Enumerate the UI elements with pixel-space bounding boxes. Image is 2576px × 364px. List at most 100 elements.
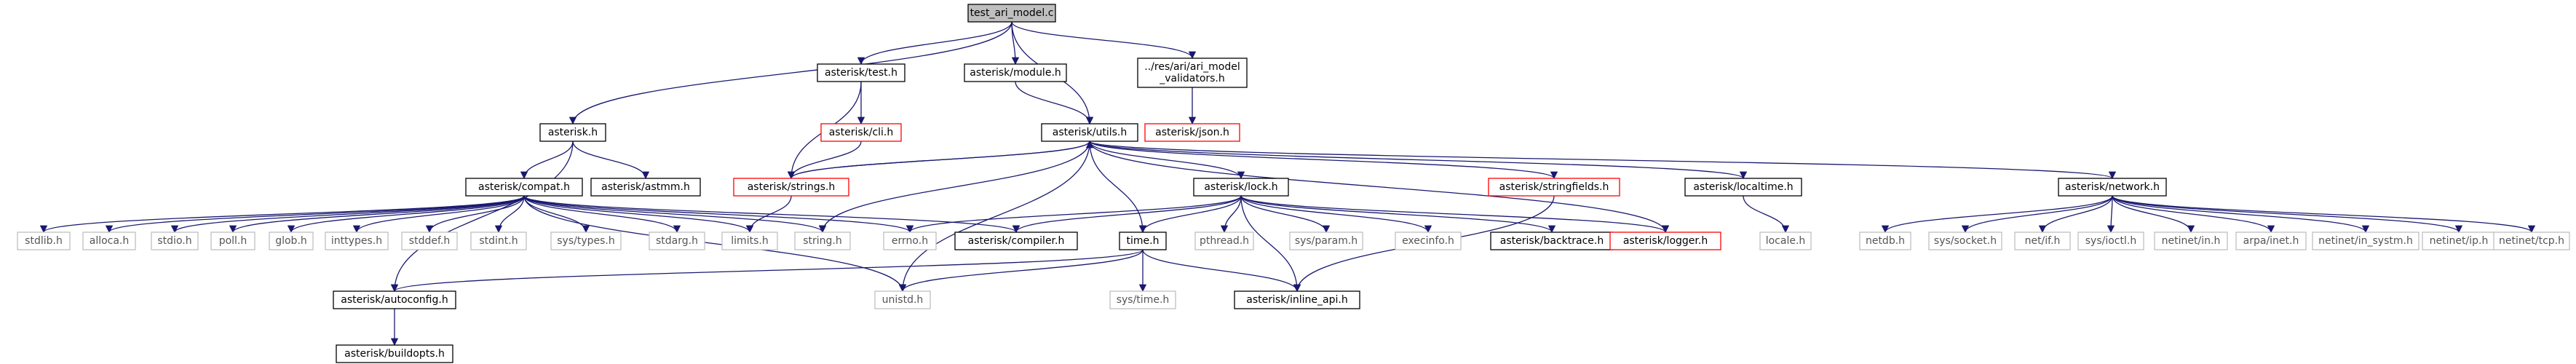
- edge-asterisk_utils_h-to-asterisk_lock_h: [1089, 141, 1245, 180]
- node-asterisk-lock-h[interactable]: asterisk/lock.h: [1193, 178, 1289, 197]
- node-box: [151, 232, 199, 250]
- node-asterisk-h[interactable]: asterisk.h: [539, 123, 606, 142]
- node-asterisk-stringfields-h[interactable]: asterisk/stringfields.h: [1488, 178, 1620, 197]
- edge-asterisk_compat_h-to-sys_types_h: [523, 195, 590, 234]
- node-label: asterisk/inline_api.h: [1246, 294, 1347, 306]
- node-label: asterisk.h: [548, 127, 598, 138]
- node-box: [1609, 232, 1721, 250]
- node-box: [2154, 232, 2228, 250]
- edge-asterisk_compat_h-to-errno_h: [523, 195, 914, 234]
- edge-asterisk_lock_h-to-pthread_h: [1220, 195, 1242, 234]
- node-label: time.h: [1127, 235, 1160, 247]
- edge-asterisk_utils_h-to-asterisk_stringfields_h: [1089, 141, 1558, 180]
- node-arpa-inet-h: arpa/inet.h: [2235, 232, 2307, 250]
- node-label: asterisk/utils.h: [1053, 127, 1128, 138]
- edge-test_ari_model_c-to-asterisk_test_h: [857, 21, 1012, 66]
- node-label: asterisk/compiler.h: [968, 235, 1065, 247]
- node-stdint-h: stdint.h: [470, 232, 527, 250]
- node-unistd-h: unistd.h: [874, 290, 931, 309]
- node-label: asterisk/buildopts.h: [344, 348, 445, 360]
- edge-asterisk_compat_h-to-stdio_h: [170, 195, 525, 234]
- node-label: stddef.h: [409, 235, 450, 247]
- edge-asterisk_utils_h-to-asterisk_logger_h: [1089, 141, 1670, 234]
- edge-asterisk_lock_h-to-asterisk_inline_api_h: [1240, 195, 1301, 293]
- node-asterisk-localtime-h[interactable]: asterisk/localtime.h: [1684, 178, 1802, 197]
- node-string-h: string.h: [794, 232, 851, 250]
- edge-asterisk_utils_h-to-asterisk_localtime_h: [1089, 141, 1747, 180]
- node-sys-types-h: sys/types.h: [550, 232, 622, 250]
- node-label: net/if.h: [2025, 235, 2061, 247]
- edge-asterisk_lock_h-to-sys_param_h: [1240, 195, 1331, 234]
- node-asterisk-compiler-h[interactable]: asterisk/compiler.h: [954, 232, 1078, 250]
- edge-asterisk_h-to-asterisk_astmm_h: [572, 141, 650, 180]
- node-layer: test_ari_model.c asterisk.h asterisk/test.…: [17, 4, 2570, 363]
- edge-asterisk_compat_h-to-stdint_h: [494, 195, 525, 234]
- edge-asterisk_lock_h-to-time_h: [1138, 195, 1242, 234]
- node-label: arpa/inet.h: [2243, 235, 2299, 247]
- node-time-h[interactable]: time.h: [1119, 232, 1167, 250]
- node-box: [82, 232, 136, 250]
- edge-asterisk_compat_h-to-glob_h: [287, 195, 525, 234]
- edge-asterisk_lock_h-to-asterisk_logger_h: [1240, 195, 1669, 234]
- node-box: [2014, 232, 2071, 250]
- node-box: [733, 178, 849, 197]
- node-label: sys/socket.h: [1934, 235, 1997, 247]
- node-box: [2058, 178, 2167, 197]
- node-box: [2493, 232, 2570, 250]
- node-glob-h: glob.h: [269, 232, 314, 250]
- node-ari-model-validators-h[interactable]: ../res/ari/ari_model_validators.h: [1137, 58, 1248, 88]
- node-label: stdarg.h: [656, 235, 698, 247]
- node-label: locale.h: [1766, 235, 1806, 247]
- node-label: errno.h: [892, 235, 928, 247]
- node-label: sys/ioctl.h: [2085, 235, 2136, 247]
- node-label: asterisk/logger.h: [1623, 235, 1708, 247]
- node-label: string.h: [803, 235, 842, 247]
- node-asterisk-test-h[interactable]: asterisk/test.h: [817, 63, 905, 82]
- edge-asterisk_strings_h-to-limits_h: [745, 195, 792, 234]
- node-net-if-h: net/if.h: [2014, 232, 2071, 250]
- node-box: [794, 232, 851, 250]
- node-stddef-h: stddef.h: [401, 232, 458, 250]
- node-netinet-tcp-h: netinet/tcp.h: [2493, 232, 2570, 250]
- node-asterisk-json-h[interactable]: asterisk/json.h: [1144, 123, 1240, 142]
- node-box: [2077, 232, 2144, 250]
- edge-asterisk_lock_h-to-errno_h: [905, 195, 1242, 234]
- node-label: asterisk/strings.h: [748, 181, 836, 193]
- node-box: [465, 178, 583, 197]
- node-box: [1490, 232, 1614, 250]
- edge-asterisk_utils_h-to-unistd_h: [898, 141, 1090, 293]
- edge-asterisk_network_h-to-net_if_h: [2038, 195, 2113, 234]
- node-asterisk-utils-h[interactable]: asterisk/utils.h: [1041, 123, 1138, 142]
- node-asterisk-cli-h[interactable]: asterisk/cli.h: [820, 123, 902, 142]
- node-asterisk-inline-api-h[interactable]: asterisk/inline_api.h: [1234, 290, 1360, 309]
- node-asterisk-compat-h[interactable]: asterisk/compat.h: [465, 178, 583, 197]
- node-asterisk-strings-h[interactable]: asterisk/strings.h: [733, 178, 849, 197]
- node-poll-h: poll.h: [210, 232, 255, 250]
- node-sys-socket-h: sys/socket.h: [1928, 232, 2002, 250]
- node-box: [964, 63, 1067, 82]
- node-asterisk-module-h[interactable]: asterisk/module.h: [964, 63, 1067, 82]
- node-asterisk-buildopts-h[interactable]: asterisk/buildopts.h: [336, 344, 453, 363]
- edge-asterisk_compat_h-to-stddef_h: [425, 195, 525, 234]
- node-locale-h: locale.h: [1759, 232, 1812, 250]
- node-box: [269, 232, 314, 250]
- node-box: [1193, 178, 1289, 197]
- edge-asterisk_lock_h-to-execinfo_h: [1240, 195, 1432, 234]
- node-label: netinet/in_systm.h: [2318, 235, 2413, 247]
- node-asterisk-autoconfig-h[interactable]: asterisk/autoconfig.h: [333, 290, 456, 309]
- node-asterisk-logger-h[interactable]: asterisk/logger.h: [1609, 232, 1721, 250]
- node-box: [883, 232, 937, 250]
- node-stdlib-h: stdlib.h: [17, 232, 71, 250]
- node-box: [1859, 232, 1911, 250]
- node-box: [1144, 123, 1240, 142]
- node-stdio-h: stdio.h: [151, 232, 199, 250]
- node-box: [550, 232, 622, 250]
- edge-asterisk_compat_h-to-poll_h: [229, 195, 525, 234]
- node-asterisk-astmm-h[interactable]: asterisk/astmm.h: [590, 178, 701, 197]
- node-pthread-h: pthread.h: [1194, 232, 1254, 250]
- node-test-ari-model-c[interactable]: test_ari_model.c: [967, 4, 1056, 23]
- node-limits-h: limits.h: [721, 232, 778, 250]
- node-asterisk-backtrace-h[interactable]: asterisk/backtrace.h: [1490, 232, 1614, 250]
- edge-asterisk_compat_h-to-stdlib_h: [40, 195, 525, 234]
- node-asterisk-network-h[interactable]: asterisk/network.h: [2058, 178, 2167, 197]
